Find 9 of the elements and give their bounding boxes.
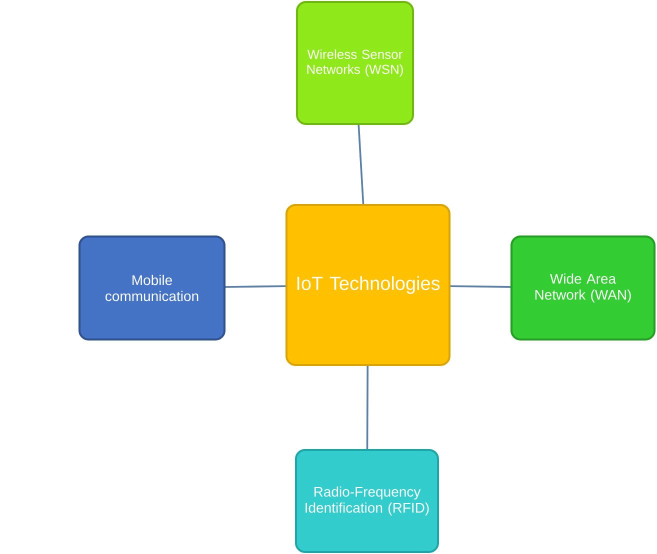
rounded-box: Wide Area Network (WAN) (510, 236, 656, 340)
connector-line (450, 285, 511, 288)
connector-line (226, 285, 286, 288)
rounded-box: IoT Technologies (286, 204, 450, 366)
rounded-box: Wireless Sensor Networks (WSN) (296, 1, 414, 125)
rounded-box: Mobile communication (78, 236, 226, 340)
connector-line (358, 124, 364, 204)
rounded-box: Radio-Frequency Identification (RFID) (295, 448, 439, 553)
connector-line (366, 366, 369, 449)
